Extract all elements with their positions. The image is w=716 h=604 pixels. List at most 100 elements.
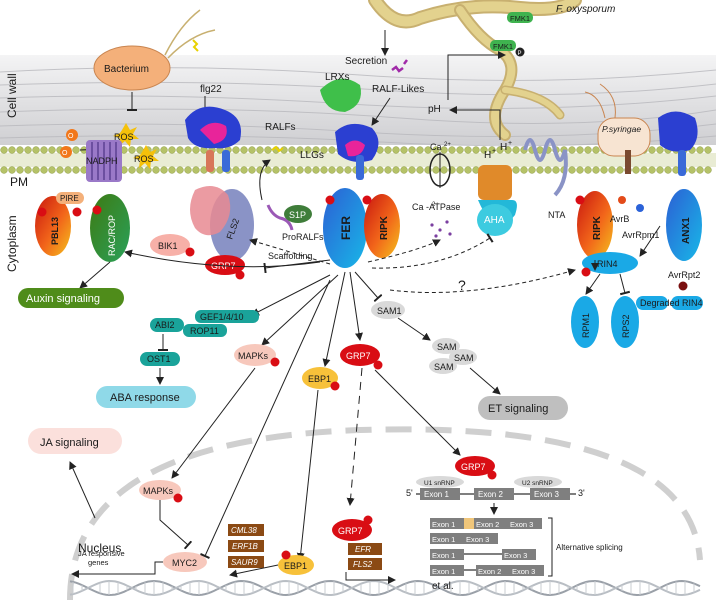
lipid-head xyxy=(488,146,496,154)
ja-genes-label-1: JA responsive xyxy=(78,549,125,558)
et-signaling-box xyxy=(478,396,568,420)
lipid-head xyxy=(40,146,48,154)
lipid-head xyxy=(240,166,248,174)
aha-label: AHA xyxy=(484,215,505,226)
u1-label: U1 snRNP xyxy=(424,480,455,487)
cml38-gene xyxy=(228,524,264,536)
var3-exon3: Exon 3 xyxy=(504,551,527,560)
fer-to-ripk-dashed-arrow xyxy=(389,268,576,293)
lipid-head xyxy=(176,146,184,154)
phospho-icon xyxy=(235,270,245,280)
lipid-head xyxy=(192,166,200,174)
sam-c xyxy=(429,358,457,374)
lipid-head xyxy=(472,146,480,154)
lipid-head xyxy=(40,166,48,174)
lipid-head xyxy=(408,146,416,154)
lipid-head xyxy=(184,146,192,154)
pbl13-label: PBL13 xyxy=(50,217,60,245)
lipid-head xyxy=(64,166,72,174)
aha-pump xyxy=(477,165,517,236)
rpm1-label: RPM1 xyxy=(581,313,591,338)
phospho-icon xyxy=(325,195,335,205)
pire-label: PIRE xyxy=(60,194,79,203)
rpm1-protein xyxy=(571,296,599,348)
phospho-icon xyxy=(92,205,102,215)
lipid-head xyxy=(640,166,648,174)
bik1-protein xyxy=(150,234,190,256)
lipid-head xyxy=(136,166,144,174)
lipid-head xyxy=(72,166,80,174)
ca-atpase-sup: 2+ xyxy=(432,202,439,208)
nadph-label: NADPH xyxy=(86,156,118,166)
pire-badge xyxy=(56,192,84,204)
ripk-1-label: RIPK xyxy=(379,215,390,240)
ebp1-nuc-label: EBP1 xyxy=(284,561,307,571)
lipid-head xyxy=(704,166,712,174)
lipid-head xyxy=(264,166,272,174)
grp7-cyto-label: GRP7 xyxy=(346,351,371,361)
lipid-head xyxy=(384,166,392,174)
lipid-head xyxy=(288,146,296,154)
fmk1-mid-label: FMK1 xyxy=(493,42,513,51)
lipid-head xyxy=(584,166,592,174)
u2-snrnp xyxy=(514,476,562,488)
fer-to-racrop-arrow xyxy=(124,249,321,268)
et-al-label: et al. xyxy=(432,581,454,592)
lipid-head xyxy=(648,146,656,154)
lipid-head xyxy=(8,146,16,154)
mapks-cyto-protein xyxy=(234,344,276,366)
flg22-peptide xyxy=(192,39,199,52)
s1p-label: S1P xyxy=(289,210,306,220)
phospho-icon xyxy=(362,195,372,205)
ca-atpase-label: Ca -ATPase xyxy=(412,202,460,212)
lipid-head xyxy=(184,166,192,174)
lipid-head xyxy=(608,166,616,174)
cml38-label: CML38 xyxy=(231,526,257,535)
secretion-label: Secretion xyxy=(345,56,387,67)
lipid-head xyxy=(376,166,384,174)
lipid-head xyxy=(424,146,432,154)
exon2-pre xyxy=(474,488,514,500)
lipid-head xyxy=(48,166,56,174)
proralfs-to-ralfs-arrow xyxy=(259,159,271,201)
gef-box xyxy=(195,310,259,323)
dna-helix xyxy=(69,579,701,597)
avrb-label: AvrB xyxy=(610,214,629,224)
fer-to-mapks-arrow xyxy=(261,274,339,346)
lipid-head xyxy=(32,146,40,154)
rin4-label: RIN4 xyxy=(597,259,618,269)
ebp1-nuc-protein xyxy=(278,555,314,575)
lipid-head xyxy=(176,166,184,174)
proralfs-label: ProRALFs xyxy=(282,232,324,242)
degraded-rin4-label: Degraded RIN4 xyxy=(640,298,703,308)
aba-response-label: ABA response xyxy=(110,392,180,404)
u1-snrnp xyxy=(416,476,464,488)
lipid-head xyxy=(592,146,600,154)
grp7-nuc-protein xyxy=(332,519,372,541)
lipid-head xyxy=(328,166,336,174)
lipid-head xyxy=(144,166,152,174)
lipid-head xyxy=(312,146,320,154)
ebp1-cyto-protein xyxy=(302,367,338,389)
ros-star-2 xyxy=(133,145,159,169)
lipid-head xyxy=(568,166,576,174)
gef-label: GEF1/4/10 xyxy=(200,312,244,322)
lipid-head xyxy=(48,146,56,154)
fer-to-gef-arrow xyxy=(251,274,331,316)
phospho-icon xyxy=(330,381,340,391)
pm-label: PM xyxy=(10,175,28,189)
ripk-2-label: RIPK xyxy=(592,215,603,240)
sam-to-et-arrow xyxy=(469,367,501,395)
mapks-nuc-label: MAPKs xyxy=(143,486,174,496)
erf1b-label: ERF1B xyxy=(232,542,258,551)
lipid-head xyxy=(24,166,32,174)
s1p-protease xyxy=(284,205,312,223)
efr-fls2-transcription-arrow xyxy=(345,572,396,584)
abi2-box xyxy=(150,318,184,332)
grp7-nuc-label: GRP7 xyxy=(338,526,363,536)
var2-exon3: Exon 3 xyxy=(466,535,489,544)
h-plus-sup-1: + xyxy=(492,148,496,155)
lipid-head xyxy=(232,166,240,174)
avrrpm1-label: AvrRpm1 xyxy=(622,230,659,240)
